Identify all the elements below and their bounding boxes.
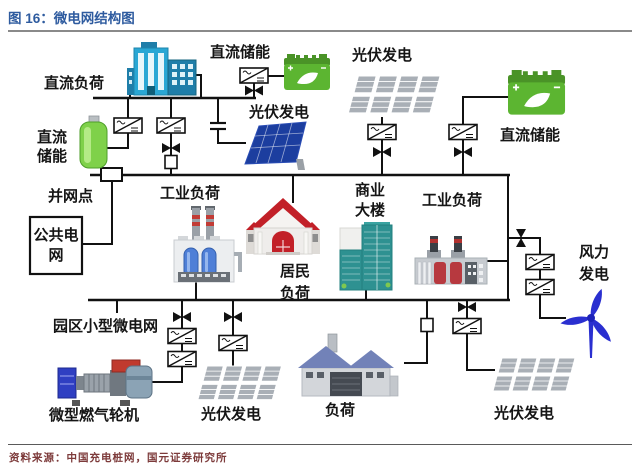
converter-icon <box>239 67 269 84</box>
gas-turbine-icon <box>57 359 153 406</box>
dc-battery-cylinder-icon <box>79 115 108 169</box>
converter-icon <box>448 123 478 141</box>
label-load-bottom: 负荷 <box>325 403 356 419</box>
converter-icon <box>367 123 397 141</box>
converter-icon <box>167 350 197 368</box>
public-grid-box <box>28 215 84 276</box>
pv-panel-blue-icon <box>244 121 307 170</box>
industrial-factory-left-icon <box>173 206 242 283</box>
converter-icon <box>113 117 143 134</box>
label-pv-top-right: 光伏发电 <box>352 48 413 64</box>
label-commercial: 商业大楼 <box>354 183 385 219</box>
commercial-towers-icon <box>339 222 393 291</box>
figure-title: 图 16：微电网结构图 <box>8 11 135 26</box>
label-dc-load: 直流负荷 <box>44 76 105 92</box>
label-park-microgrid: 园区小型微电网 <box>53 319 159 335</box>
converter-icon <box>525 278 555 296</box>
residential-house-icon <box>246 198 320 255</box>
dc-load-building-icon <box>127 42 197 96</box>
converter-icon <box>156 117 186 134</box>
capacitor-icon <box>208 121 228 131</box>
pv-array-bottom-left-icon <box>198 366 282 400</box>
label-pv-bottom-right: 光伏发电 <box>494 406 555 422</box>
converter-symbols <box>113 67 555 368</box>
title-divider <box>8 30 632 32</box>
label-dc-storage-top: 直流储能 <box>210 45 271 61</box>
converter-icon <box>218 334 248 352</box>
source-divider <box>8 444 632 445</box>
label-industrial-right: 工业负荷 <box>422 193 483 209</box>
dc-storage-battery-right-icon <box>507 69 566 116</box>
fuse-box-icon <box>164 154 178 170</box>
pv-array-bottom-right-icon <box>493 358 575 391</box>
source-note: 资料来源：中国充电桩网，国元证券研究所 <box>9 453 228 464</box>
converter-icon <box>452 317 482 335</box>
wind-turbine-icon <box>559 287 614 358</box>
label-grid-point: 并网点 <box>48 189 94 205</box>
label-industrial-left: 工业负荷 <box>160 186 221 202</box>
dc-storage-battery-icon <box>283 53 331 91</box>
pv-array-top-icon <box>348 76 440 113</box>
label-gas-turbine: 微型燃气轮机 <box>49 408 140 424</box>
converter-icon <box>167 327 197 345</box>
wires <box>82 74 566 383</box>
label-wind: 风力发电 <box>578 245 609 283</box>
industrial-factory-right-icon <box>414 236 488 285</box>
converter-icon <box>525 253 555 271</box>
fuse-box-icon <box>420 317 434 333</box>
label-pv-mid: 光伏发电 <box>249 105 310 121</box>
grid-point-box <box>100 167 123 182</box>
label-residential: 居民负荷 <box>279 264 310 302</box>
label-public-grid: 公共电网 <box>33 227 79 264</box>
label-dc-storage-left: 直流储能 <box>36 130 67 165</box>
label-dc-storage-right: 直流储能 <box>500 128 561 144</box>
label-pv-bottom-left: 光伏发电 <box>201 407 262 423</box>
warehouse-load-icon <box>298 333 399 397</box>
